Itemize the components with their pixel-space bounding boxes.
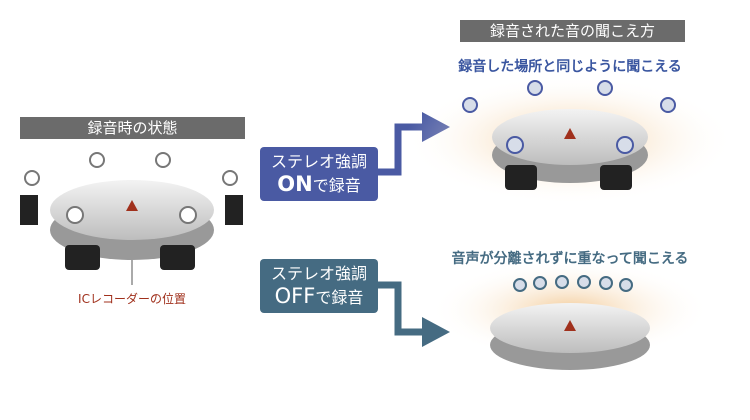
on-result-text: 録音した場所と同じように聞こえる xyxy=(458,59,682,75)
off-arrow xyxy=(378,281,425,336)
recorder-label: ICレコーダーの位置 xyxy=(78,292,186,306)
on-mode: ON xyxy=(277,172,313,196)
stereo-off-box: ステレオ強調 OFFで録音 xyxy=(260,259,378,313)
on-box-line1: ステレオ強調 xyxy=(270,152,367,171)
stereo-on-box: ステレオ強調 ONで録音 xyxy=(260,147,378,201)
off-result-text: 音声が分離されずに重なって聞こえる xyxy=(451,251,689,267)
right-title: 録音された音の聞こえ方 xyxy=(460,20,685,42)
off-box-line1: ステレオ強調 xyxy=(270,264,367,283)
on-result-scene xyxy=(405,75,735,205)
off-rest: で録音 xyxy=(315,288,364,307)
on-rest: で録音 xyxy=(312,176,361,195)
off-mode: OFF xyxy=(274,284,316,308)
left-title: 録音時の状態 xyxy=(20,117,245,139)
left-table-scene xyxy=(20,152,243,270)
recorder-marker xyxy=(126,200,138,211)
off-result-scene xyxy=(430,260,710,370)
off-arrowhead xyxy=(422,317,450,347)
